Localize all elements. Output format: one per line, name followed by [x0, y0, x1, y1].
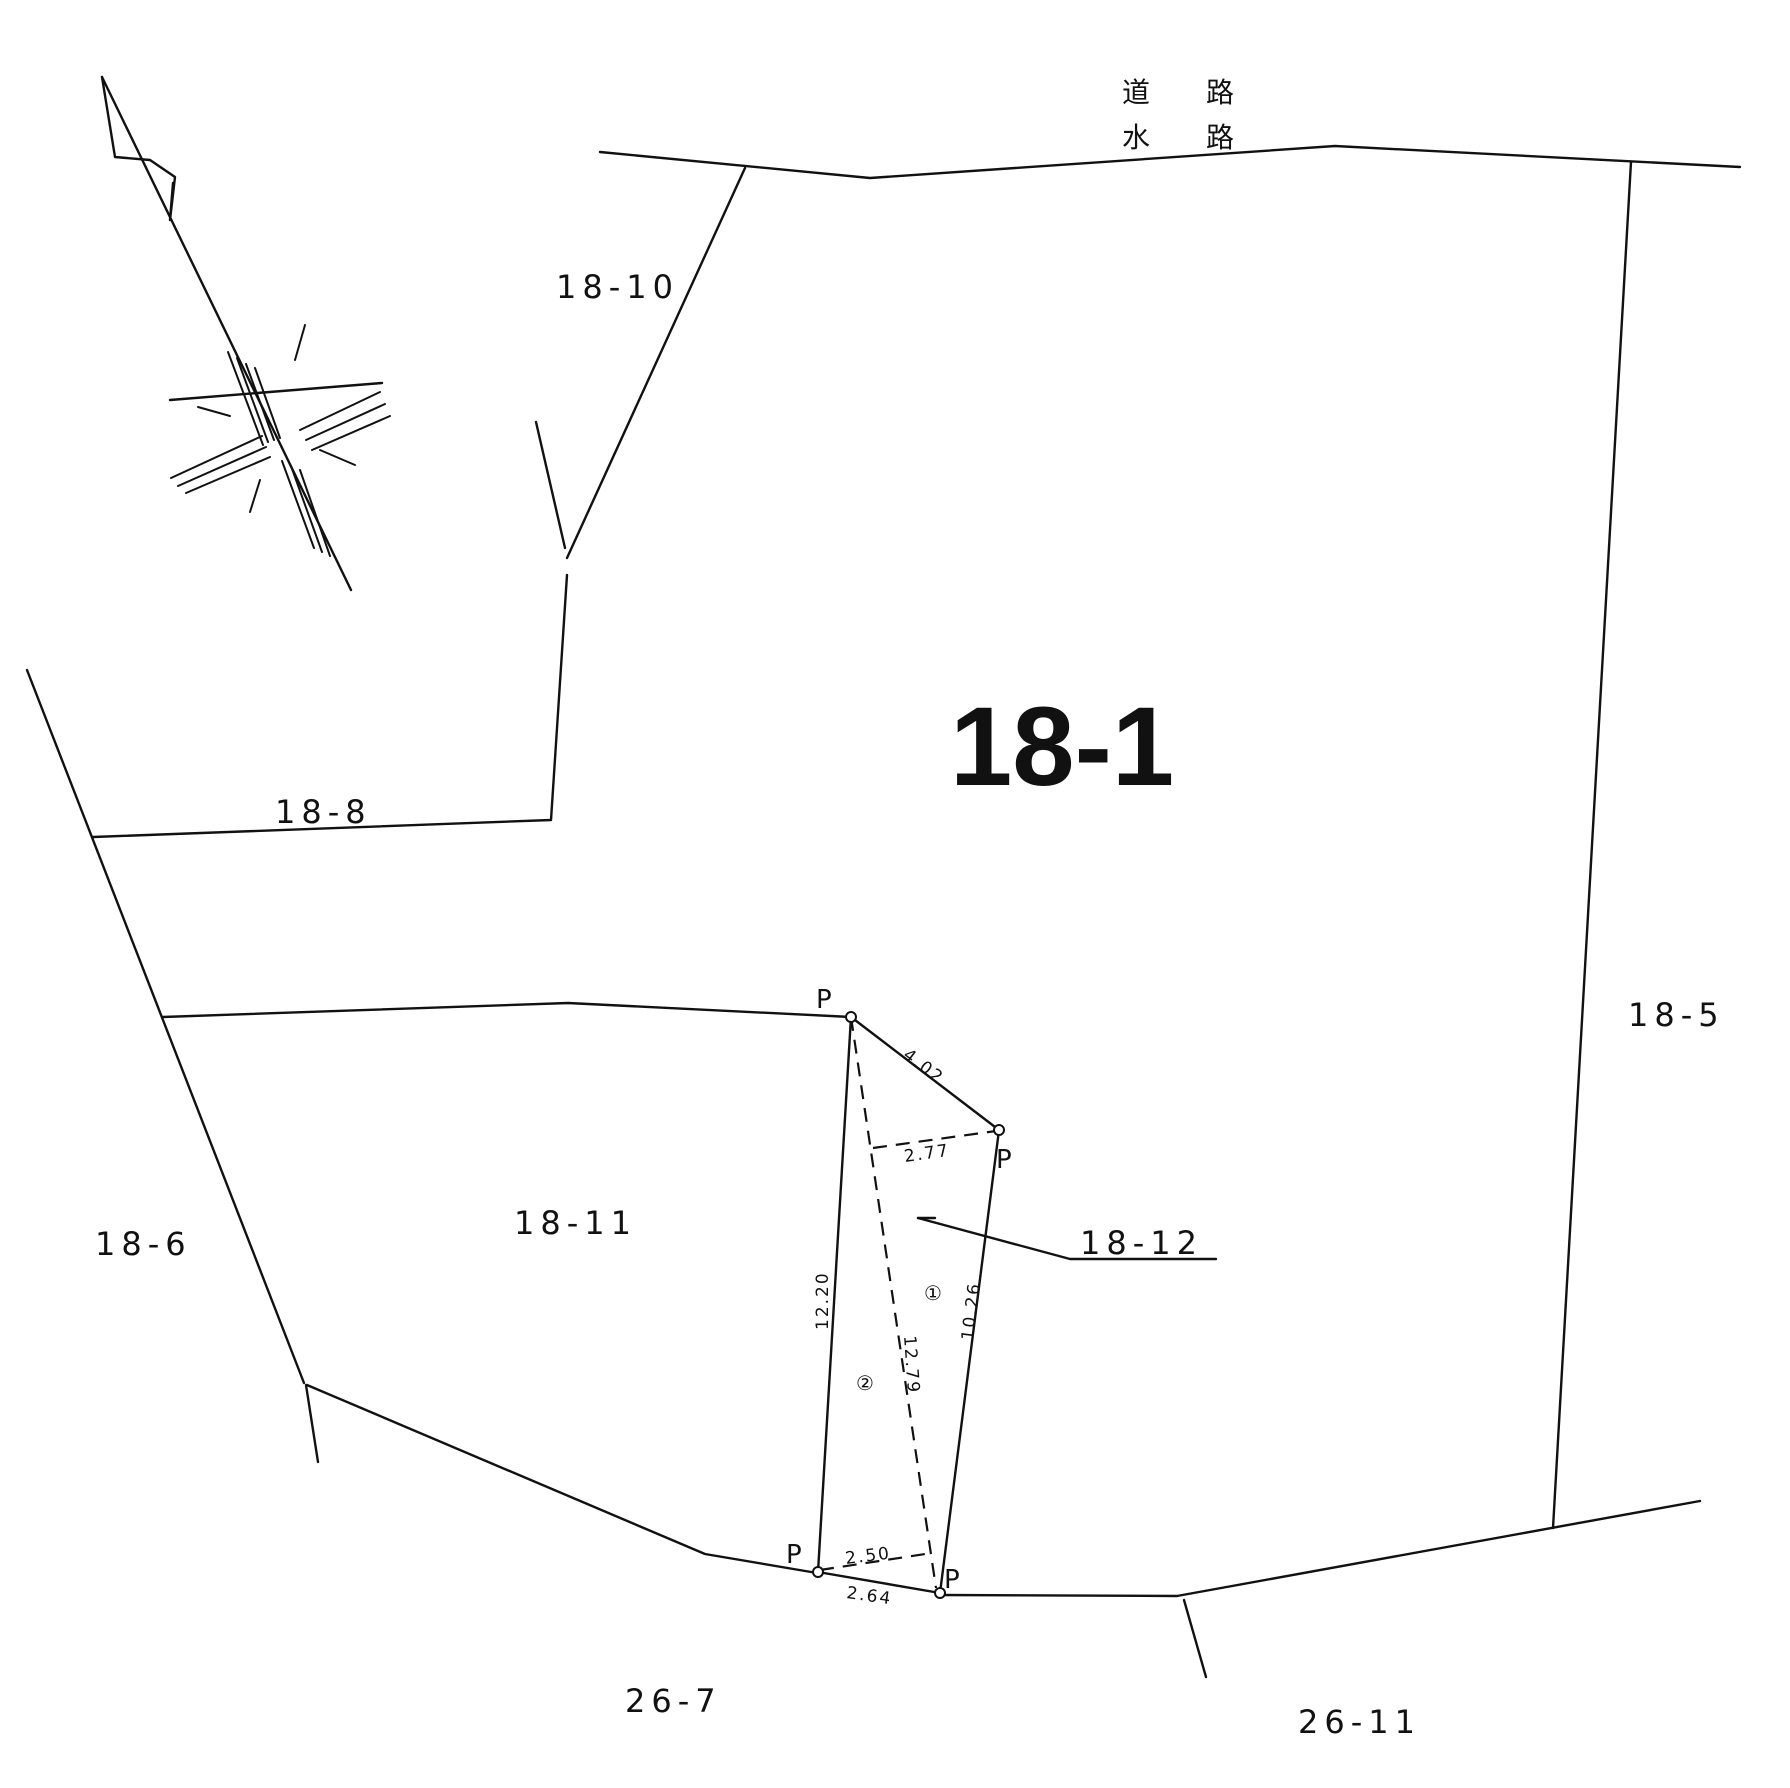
point-marker: P — [944, 1565, 960, 1595]
survey-line-10-26 — [938, 1128, 1001, 1595]
parcel-label-26-7: 26-7 — [625, 1682, 722, 1720]
parcel-line-18-11-top — [161, 1001, 853, 1019]
survey-line-2-64 — [816, 1570, 942, 1595]
parcel-label-18-6: 18-6 — [95, 1225, 192, 1263]
triangle-number-1: ① — [924, 1281, 942, 1305]
parcel-label-18-12: 18-12 — [1080, 1224, 1203, 1262]
main-parcel-number: 18-1 — [950, 684, 1174, 809]
leader-18-12 — [916, 1216, 1218, 1261]
parcel-line-18-8 — [91, 573, 569, 839]
survey-line-12-79 — [849, 1016, 938, 1589]
north-arrow-icon — [100, 75, 391, 592]
parcel-label-26-11: 26-11 — [1298, 1703, 1421, 1741]
dimension-label: 2.64 — [845, 1583, 893, 1609]
survey-line-4-02 — [849, 1015, 1001, 1132]
road-boundary — [598, 144, 1742, 180]
dimension-label: 12.79 — [899, 1335, 923, 1395]
survey-line-12-20 — [816, 1015, 853, 1574]
survey-line-2-50 — [819, 1551, 933, 1572]
point-marker: P — [786, 1540, 802, 1570]
parcel-label-18-5: 18-5 — [1628, 996, 1725, 1034]
point-marker: P — [816, 985, 832, 1015]
parcel-line-26-11-tick — [1182, 1598, 1208, 1679]
parcel-line-26-11 — [936, 1499, 1702, 1598]
parcel-line-18-6 — [25, 668, 306, 1385]
dimension-label: 4.02 — [899, 1045, 948, 1089]
parcel-line-26-7 — [305, 1383, 819, 1575]
parcel-label-18-10: 18-10 — [556, 268, 679, 306]
dimension-label: 2.50 — [844, 1544, 892, 1569]
parcel-line-18-10 — [565, 166, 747, 560]
survey-line-2-77 — [872, 1129, 997, 1150]
parcel-label-18-11: 18-11 — [514, 1204, 637, 1242]
dimension-label: 10.26 — [958, 1281, 985, 1342]
parcel-line-18-6-tick — [304, 1383, 320, 1464]
point-marker: P — [996, 1145, 1012, 1175]
parcel-label-18-8: 18-8 — [275, 793, 372, 831]
survey-point — [993, 1124, 1005, 1136]
triangle-number-2: ② — [856, 1371, 874, 1395]
survey-point — [812, 1566, 824, 1578]
survey-point — [934, 1587, 946, 1599]
parcel-line-18-10-spur — [534, 420, 567, 550]
waterway-label: 水 路 — [1122, 121, 1234, 154]
road-label: 道 路 — [1122, 76, 1234, 109]
parcel-line-18-5 — [1551, 160, 1633, 1530]
dimension-label: 2.77 — [903, 1141, 951, 1167]
dimension-label: 12.20 — [813, 1271, 833, 1330]
survey-point — [845, 1011, 857, 1023]
